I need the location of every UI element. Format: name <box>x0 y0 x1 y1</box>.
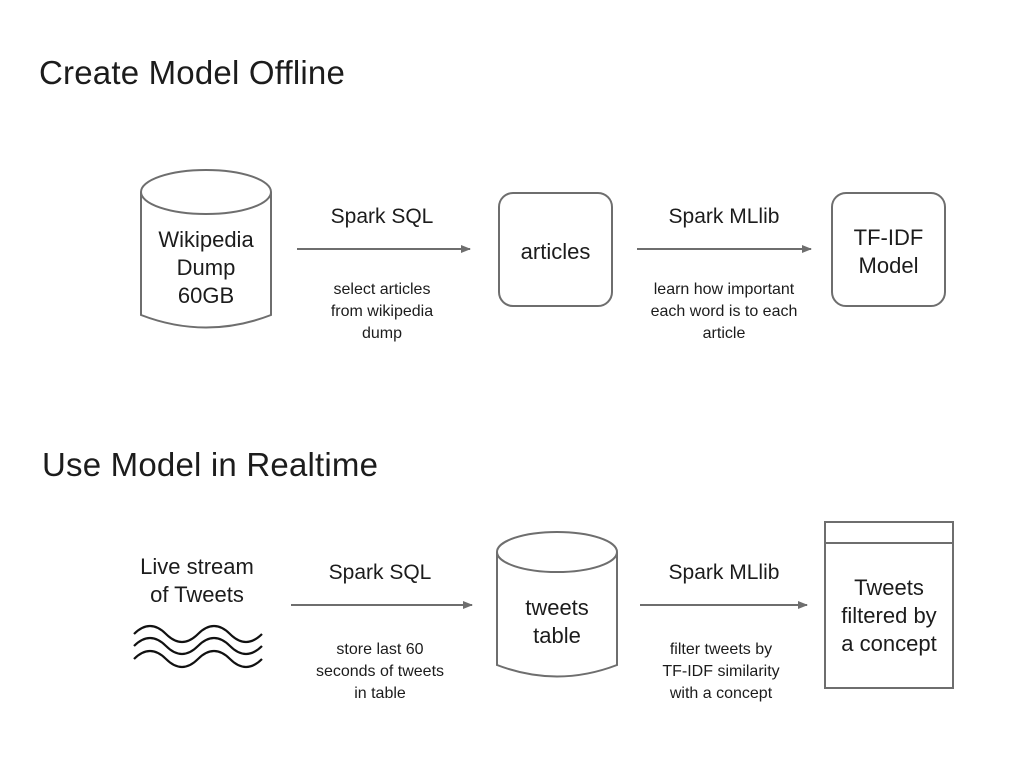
tweets-table-label: tweets table <box>525 595 589 648</box>
spark-sql-realtime-desc: store last 60 seconds of tweets in table <box>315 641 445 702</box>
spark-sql-offline-label: Spark SQL <box>330 205 434 228</box>
tweets-table-cylinder-icon <box>496 531 618 678</box>
spark-sql-realtime-label: Spark SQL <box>328 561 432 584</box>
stream-wave-icon <box>133 624 263 669</box>
spark-mllib-realtime-label: Spark MLlib <box>668 561 780 584</box>
section-title-use-model-realtime: Use Model in Realtime <box>42 446 379 483</box>
tfidf-model-box <box>831 192 946 307</box>
section-title-create-model-offline: Create Model Offline <box>39 54 346 91</box>
wikipedia-dump-label: Wikipedia Dump 60GB <box>158 227 254 308</box>
spark-sql-offline-desc: select articles from wikipedia dump <box>330 281 434 342</box>
spark-mllib-offline-desc: learn how important each word is to each… <box>650 281 798 342</box>
articles-label: articles <box>520 239 591 264</box>
spark-mllib-offline-label: Spark MLlib <box>668 205 780 228</box>
filtered-tweets-label: Tweets filtered by a concept <box>841 575 937 656</box>
wikipedia-dump-cylinder-icon <box>140 169 272 329</box>
spark-mllib-realtime-desc: filter tweets by TF-IDF similarity with … <box>662 641 780 702</box>
live-stream-label: Live stream of Tweets <box>140 554 254 607</box>
tfidf-model-label: TF-IDF Model <box>853 225 924 278</box>
filtered-tweets-page-icon <box>824 521 954 689</box>
articles-box <box>498 192 613 307</box>
